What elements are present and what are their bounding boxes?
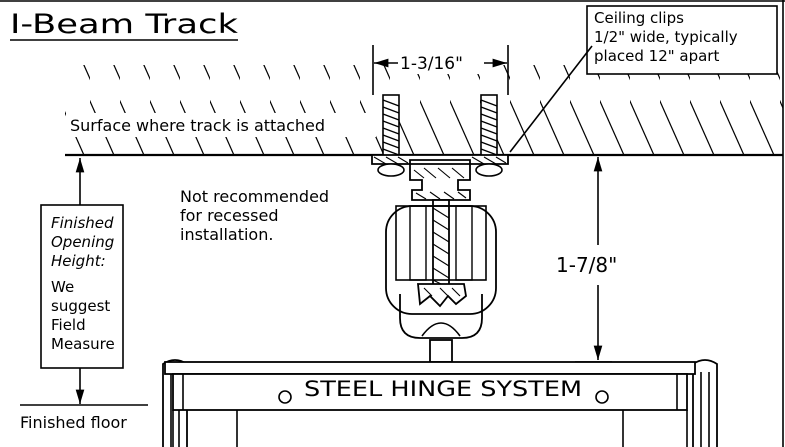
- ibeam-track: [409, 163, 471, 308]
- left-screw-head: [377, 163, 405, 177]
- dim-top-text-background: [398, 50, 484, 74]
- left-screw: [382, 94, 400, 158]
- drawing-title: I-Beam Track: [10, 9, 238, 40]
- callout-line-2: 1/2" wide, typically: [594, 28, 738, 46]
- surface-label-background: [66, 113, 376, 137]
- opening-italic-line-1: Finished: [51, 214, 114, 232]
- opening-italic-line-3: Height:: [51, 252, 106, 270]
- right-screw-head: [475, 163, 503, 177]
- callout-line-3: placed 12" apart: [594, 47, 719, 65]
- opening-italic-line-2: Opening: [51, 233, 114, 251]
- callout-leader-line: [509, 45, 593, 153]
- opening-line-4: Measure: [51, 335, 115, 353]
- opening-height-box: [40, 204, 124, 369]
- note-line-1: Not recommended: [180, 187, 329, 206]
- ceiling-hatch: [65, 65, 783, 155]
- callout-box: [586, 5, 778, 75]
- opening-line-2: suggest: [51, 297, 110, 315]
- dim-right-text: 1-7/8": [556, 253, 617, 277]
- right-screw: [480, 94, 498, 158]
- trolley-carriage: [385, 205, 497, 363]
- door-panel-label: STEEL HINGE SYSTEM: [304, 377, 582, 401]
- finished-floor-label: Finished floor: [20, 413, 127, 432]
- door-panel: [162, 359, 718, 447]
- note-line-3: installation.: [180, 225, 273, 244]
- ceiling-clip: [371, 154, 509, 165]
- opening-line-3: Field: [51, 316, 86, 334]
- opening-line-1: We: [51, 278, 74, 296]
- dim-top-text: 1-3/16": [400, 54, 463, 74]
- callout-line-1: Ceiling clips: [594, 9, 684, 27]
- note-line-2: for recessed: [180, 206, 278, 225]
- surface-label: Surface where track is attached: [70, 116, 325, 135]
